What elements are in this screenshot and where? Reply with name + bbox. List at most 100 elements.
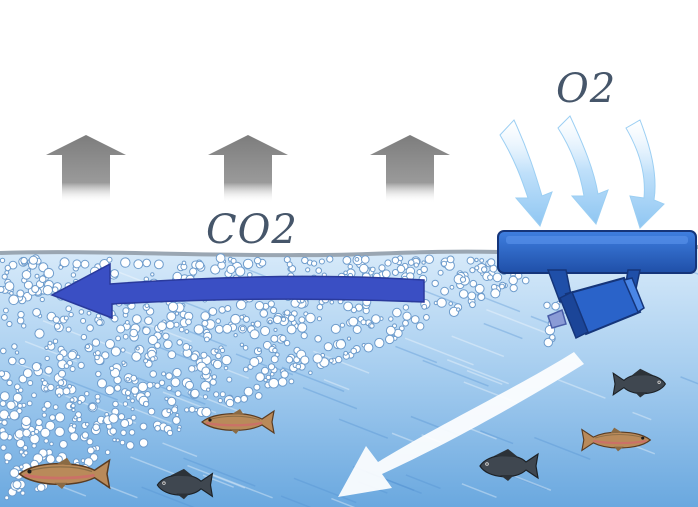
air-bubble — [200, 351, 208, 359]
air-bubble — [242, 258, 254, 270]
air-bubble — [105, 339, 115, 349]
air-bubble — [30, 430, 36, 436]
air-bubble — [165, 320, 175, 330]
air-bubble — [154, 342, 161, 349]
air-bubble — [270, 334, 279, 343]
air-bubble — [250, 321, 255, 326]
air-bubble — [18, 374, 28, 384]
air-bubble — [385, 325, 396, 336]
air-bubble — [253, 383, 261, 391]
air-bubble — [130, 386, 140, 395]
air-bubble — [4, 264, 12, 272]
air-bubble — [110, 269, 119, 278]
air-bubble — [268, 319, 273, 324]
fish-group — [18, 368, 667, 500]
air-bubble — [213, 391, 220, 398]
air-bubble — [420, 265, 428, 274]
air-bubble — [95, 313, 102, 319]
air-bubble — [130, 414, 137, 421]
air-bubble — [166, 311, 177, 322]
air-bubble — [54, 426, 65, 437]
air-bubble — [254, 301, 265, 311]
air-bubble — [0, 444, 7, 451]
air-bubble — [124, 320, 130, 325]
air-bubble — [22, 368, 33, 379]
air-bubble — [28, 255, 39, 265]
air-bubble — [16, 439, 26, 449]
air-bubble — [17, 310, 25, 319]
air-bubble — [481, 266, 488, 273]
air-bubble — [80, 259, 90, 269]
water-body — [0, 247, 698, 507]
fish-icon — [612, 368, 667, 398]
air-bubble — [215, 318, 221, 324]
air-bubble — [22, 445, 29, 451]
co2-outflow-arrow-icon — [50, 262, 425, 320]
air-bubble — [171, 406, 179, 414]
water-streak — [331, 497, 356, 507]
air-bubble — [54, 412, 66, 423]
air-bubble — [421, 260, 426, 265]
air-bubble — [22, 428, 31, 438]
air-bubble — [360, 319, 367, 326]
air-bubble — [80, 317, 87, 324]
air-bubble — [283, 256, 291, 264]
air-bubble — [8, 294, 19, 306]
air-bubble — [42, 285, 53, 296]
air-bubble — [44, 366, 53, 375]
air-bubble — [298, 316, 306, 324]
water-streak — [422, 359, 489, 387]
water-streak — [338, 418, 389, 439]
air-bubble — [211, 374, 218, 380]
air-bubble — [125, 377, 130, 382]
air-bubble — [45, 454, 56, 464]
air-bubble — [369, 323, 375, 329]
air-bubble — [86, 324, 94, 332]
air-bubble — [62, 387, 71, 396]
air-bubble — [201, 407, 212, 418]
air-bubble — [350, 347, 358, 355]
air-bubble — [149, 370, 157, 378]
air-bubble — [154, 382, 161, 389]
air-bubble — [170, 377, 181, 388]
air-bubble — [287, 314, 296, 323]
air-bubble — [44, 355, 50, 362]
air-bubble — [330, 323, 341, 334]
air-bubble — [135, 346, 140, 351]
air-bubble — [112, 400, 119, 408]
air-bubble — [34, 273, 40, 279]
air-bubble — [311, 260, 318, 267]
air-bubble — [214, 324, 224, 334]
air-bubble — [112, 437, 117, 443]
air-bubble — [18, 387, 24, 393]
air-bubble — [259, 309, 269, 318]
air-bubble — [176, 339, 183, 346]
air-bubble — [272, 315, 282, 325]
air-bubble — [388, 316, 394, 322]
air-bubble — [215, 352, 222, 360]
air-bubble — [116, 324, 126, 334]
air-bubble — [142, 326, 151, 336]
air-bubble — [255, 372, 265, 382]
air-bubble — [176, 427, 182, 433]
water-streak — [187, 464, 246, 489]
air-bubble — [285, 355, 294, 364]
air-bubble — [58, 265, 64, 270]
air-bubble — [6, 320, 13, 328]
air-bubble — [254, 320, 262, 328]
air-bubble — [204, 336, 210, 343]
air-bubble — [185, 380, 194, 390]
air-bubble — [120, 257, 131, 268]
air-bubble — [286, 324, 297, 335]
air-bubble — [138, 438, 149, 448]
air-bubble — [63, 315, 69, 321]
air-bubble — [49, 414, 56, 422]
air-bubble — [1, 314, 8, 321]
air-bubble — [154, 425, 161, 432]
air-bubble — [283, 339, 291, 347]
air-bubble — [26, 400, 33, 407]
air-bubble — [200, 311, 210, 321]
air-bubble — [13, 383, 21, 391]
air-bubble — [106, 256, 113, 263]
water-streak — [10, 360, 51, 377]
